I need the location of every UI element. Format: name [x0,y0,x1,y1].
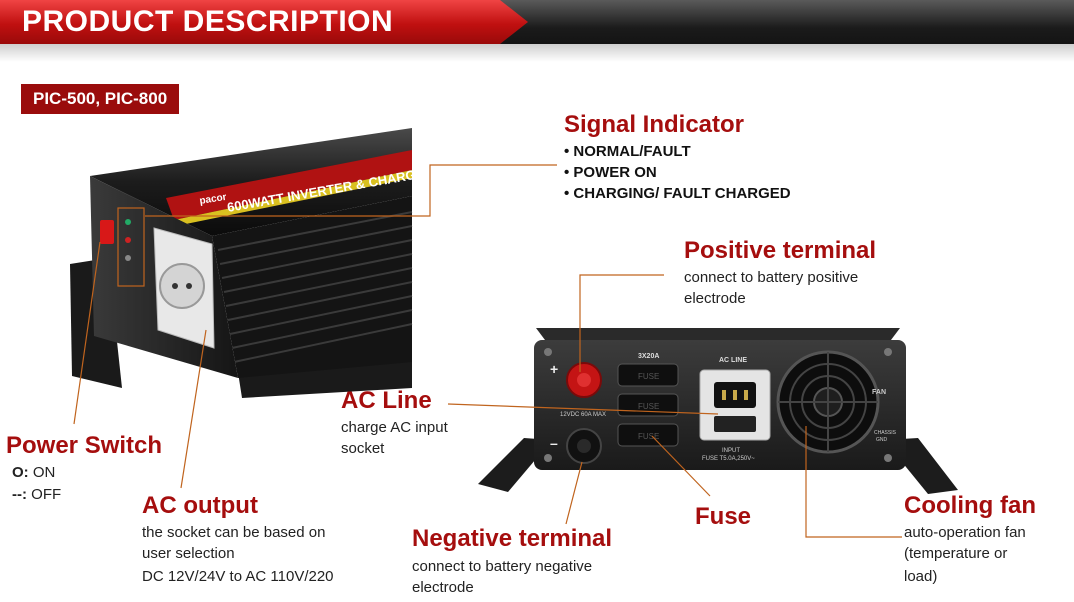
cooling-fan-desc-1: auto-operation fan [904,524,1026,541]
list-item: • CHARGING/ FAULT CHARGED [564,185,791,202]
minus-sign: – [550,435,558,451]
negative-terminal-desc-1: connect to battery negative [412,558,593,575]
input-label-text: INPUT [722,448,740,454]
ac-output-desc-2: user selection [142,545,235,562]
model-tag: PIC-500, PIC-800 [21,84,180,114]
ac-line-desc-1: charge AC input [341,419,448,436]
signal-indicator-title: Signal Indicator [564,111,745,138]
fuse-holder-1-text: FUSE [638,372,659,381]
ac-output-desc-3: DC 12V/24V to AC 110V/220 [142,568,334,585]
rear-inverter-photo: + – 3X20A FUSE FUSE FUSE 12VDC 60A MAX A… [478,328,958,494]
chassis-label-text: CHASSIS [874,430,897,436]
fuse-holder-2-text: FUSE [638,402,659,411]
positive-terminal-title: Positive terminal [684,237,877,264]
list-item: • NORMAL/FAULT [564,143,691,160]
on-value: ON [28,464,56,481]
positive-terminal-desc-1: connect to battery positive [684,269,859,286]
ac-line-title: AC Line [341,387,432,414]
cooling-fan-desc-2: (temperature or [904,545,1008,562]
power-switch-on: O: ON [12,462,55,483]
banner-red-tab [0,0,528,44]
power-switch-off: --: OFF [12,484,61,505]
on-key: O: [12,464,29,481]
page-title: PRODUCT DESCRIPTION [22,5,394,38]
list-item: • POWER ON [564,164,657,181]
fuse-holder-3-text: FUSE [638,432,659,441]
power-switch-icon [100,220,114,244]
gnd-label-text: GND [876,437,888,443]
signal-indicator-list: • NORMAL/FAULT • POWER ON • CHARGING/ FA… [564,141,791,204]
front-inverter-photo: pacor 600WATT INVERTER & CHARGER [70,128,422,398]
ac-line-label-text: AC LINE [719,357,747,364]
ac-output-title: AC output [142,492,258,519]
fan-label-text: FAN [872,389,886,396]
header-banner: PRODUCT DESCRIPTION [0,0,1074,62]
input-fuse-text: FUSE T5.0A,250V~ [702,456,755,462]
ac-line-desc-2: socket [341,440,385,457]
power-switch-title: Power Switch [6,432,163,459]
ac-output-desc-1: the socket can be based on [142,524,326,541]
ac-outlet-icon [159,263,205,309]
banner-fade [0,44,1074,62]
off-value: OFF [27,486,62,503]
cooling-fan-desc-3: load) [904,568,938,585]
negative-terminal-desc-2: electrode [412,579,474,596]
fuse-title: Fuse [695,503,752,530]
positive-terminal-desc-2: electrode [684,290,746,307]
negative-terminal-title: Negative terminal [412,525,613,552]
plus-sign: + [550,361,558,377]
cooling-fan-title: Cooling fan [904,492,1036,519]
fuse-rating-text: 3X20A [638,353,659,360]
dc-rating-text: 12VDC 60A MAX [560,412,606,418]
off-key: --: [12,486,27,503]
